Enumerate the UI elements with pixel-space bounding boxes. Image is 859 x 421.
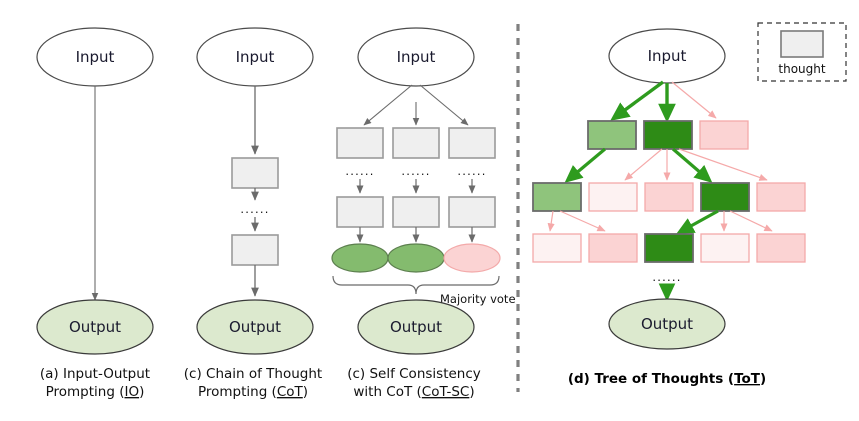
tot-node-l1-1 xyxy=(587,120,637,150)
legend-thought-swatch xyxy=(780,30,824,58)
io-caption-abbr: IO xyxy=(124,384,139,400)
tot-caption: (d) Tree of Thoughts (ToT) xyxy=(568,371,766,387)
tot-output-ellipse xyxy=(608,298,726,350)
cotsc-thought-box-2-2 xyxy=(392,196,440,228)
cotsc-ellipsis-1: ...... xyxy=(345,164,374,178)
tot-edge-l1n1-l2n1 xyxy=(564,147,607,183)
tot-node-l3-5 xyxy=(756,233,806,263)
tot-edge-l1n2-l2n2 xyxy=(624,148,663,181)
legend-border xyxy=(757,22,847,82)
io-output-ellipse xyxy=(36,299,154,355)
cotsc-caption-line1: (c) Self Consistency xyxy=(347,366,481,382)
tot-node-l2-2 xyxy=(588,182,638,212)
cotsc-thought-box-1-2 xyxy=(336,196,384,228)
panel-cot: Input ...... Output (c) Chain of Thought… xyxy=(184,27,322,400)
cotsc-majority-vote-label: Majority vote xyxy=(440,292,516,306)
legend: thought xyxy=(757,22,847,82)
cotsc-thought-box-2-1 xyxy=(392,127,440,159)
tot-input-label: Input xyxy=(648,47,687,65)
tot-output-label: Output xyxy=(641,315,693,333)
tot-edge-l2n4-l3n3 xyxy=(676,209,719,235)
cotsc-output-label: Output xyxy=(390,318,442,336)
tot-ellipsis: ...... xyxy=(652,270,681,284)
io-input-label: Input xyxy=(76,48,115,66)
tot-caption-abbr: ToT xyxy=(734,371,761,387)
cotsc-ellipsis-2: ...... xyxy=(401,164,430,178)
cot-output-ellipse xyxy=(196,299,314,355)
tot-edge-l1n2-l2n4 xyxy=(671,147,713,183)
cot-thought-box-2 xyxy=(231,234,279,266)
tot-node-l2-4 xyxy=(700,182,750,212)
cot-caption-line2: Prompting (CoT) xyxy=(198,384,308,400)
tot-node-l1-3 xyxy=(699,120,749,150)
panel-cot-sc: Input ...... ...... ...... Majority vote… xyxy=(331,27,516,400)
cot-caption-line1: (c) Chain of Thought xyxy=(184,366,322,382)
cot-caption-abbr: CoT xyxy=(277,384,304,400)
panel-tot: Input ...... O xyxy=(532,28,806,387)
cotsc-leaf-ellipse-3 xyxy=(443,243,501,273)
cot-thought-box-1 xyxy=(231,157,279,189)
cotsc-thought-box-3-1 xyxy=(448,127,496,159)
cotsc-thought-box-1-1 xyxy=(336,127,384,159)
cotsc-thought-box-3-2 xyxy=(448,196,496,228)
cotsc-leaf-ellipse-1 xyxy=(331,243,389,273)
tot-node-l3-3 xyxy=(644,233,694,263)
cotsc-leaf-ellipse-2 xyxy=(387,243,445,273)
cotsc-branch-arrow-right xyxy=(419,84,469,126)
io-caption-line1: (a) Input-Output xyxy=(40,366,150,382)
tot-node-l2-1 xyxy=(532,182,582,212)
tot-node-l1-2 xyxy=(643,120,693,150)
tot-edge-l2n4-l3n5 xyxy=(729,210,773,232)
tot-node-l3-4 xyxy=(700,233,750,263)
cotsc-branch-arrow-left xyxy=(363,84,413,126)
tot-node-l2-3 xyxy=(644,182,694,212)
io-output-label: Output xyxy=(69,318,121,336)
legend-thought-label: thought xyxy=(778,62,825,76)
cot-input-label: Input xyxy=(236,48,275,66)
cotsc-input-label: Input xyxy=(397,48,436,66)
io-caption-line2-text: Prompting ( xyxy=(46,384,125,400)
cotsc-caption-line2: with CoT (CoT-SC) xyxy=(353,384,474,400)
tot-edge-root-n1 xyxy=(610,80,665,121)
cot-ellipsis: ...... xyxy=(240,202,269,216)
tot-node-l3-2 xyxy=(588,233,638,263)
tot-edge-l2n1-l3n2 xyxy=(559,210,606,232)
cotsc-output-ellipse xyxy=(357,299,475,355)
tot-node-l3-1 xyxy=(532,233,582,263)
tot-edge-root-n3 xyxy=(671,81,717,119)
tot-edge-l1n2-l2n5 xyxy=(678,148,768,181)
cotsc-majority-brace xyxy=(332,275,500,295)
cotsc-input-ellipse xyxy=(357,27,475,87)
cotsc-ellipsis-3: ...... xyxy=(457,164,486,178)
panel-io: Input Output (a) Input-Output Prompting … xyxy=(36,27,154,400)
io-caption-line2: Prompting (IO) xyxy=(46,384,145,400)
tot-edge-l2n1-l3n1 xyxy=(547,210,555,232)
tot-node-l2-5 xyxy=(756,182,806,212)
cotsc-caption-abbr: CoT-SC xyxy=(422,384,470,400)
cot-output-label: Output xyxy=(229,318,281,336)
